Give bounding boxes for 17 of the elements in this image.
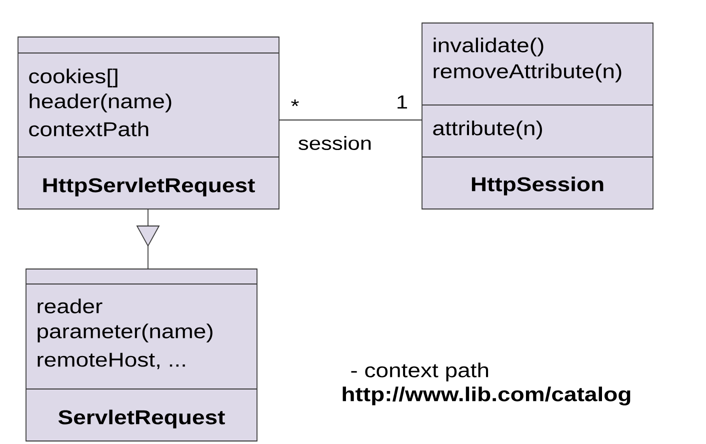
note-text: - context path <box>351 362 488 382</box>
class-name: HttpSession <box>472 176 604 196</box>
attribute-text: header(name) <box>30 94 172 112</box>
attribute-text: invalidate() <box>434 38 544 56</box>
multiplicity-label: * <box>291 99 299 106</box>
class-name: HttpServletRequest <box>43 178 255 196</box>
attribute-text: reader <box>38 298 102 314</box>
attribute-text: parameter(name) <box>38 324 212 342</box>
edge-label: session <box>296 135 374 151</box>
attribute-text: cookies[] <box>29 68 118 88</box>
attribute-text: removeAttribute(n) <box>434 64 622 82</box>
class-name: ServletRequest <box>58 410 225 428</box>
attribute-text: attribute(n) <box>433 120 542 140</box>
attribute-text: contextPath <box>29 122 148 136</box>
multiplicity-label: 1 <box>398 95 408 109</box>
attribute-text: remoteHost, ... <box>38 352 185 370</box>
url-text: http://www.lib.com/catalog <box>342 386 630 406</box>
